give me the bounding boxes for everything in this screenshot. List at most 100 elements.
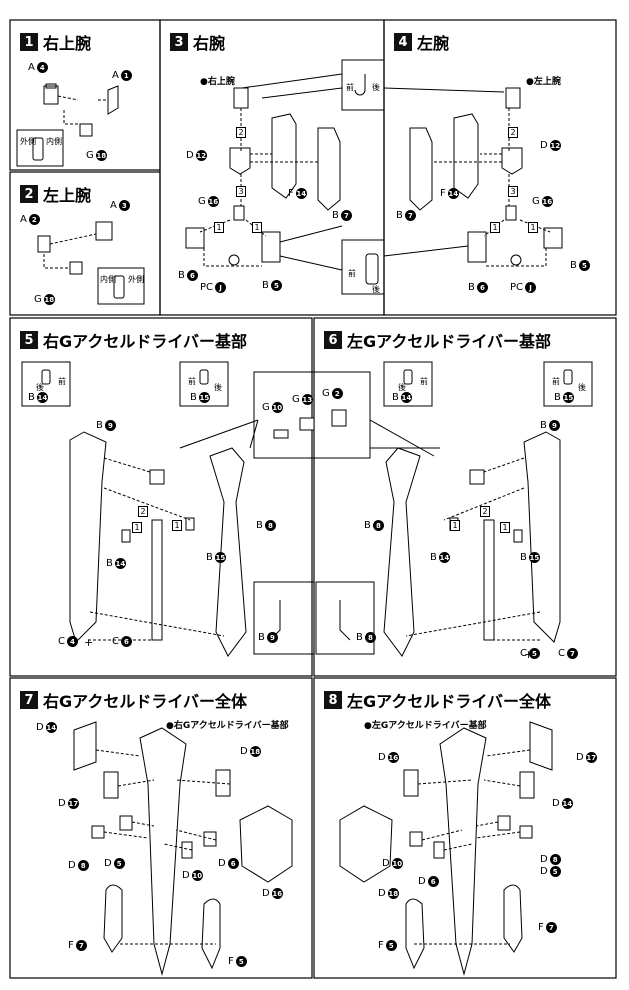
part-number-badge: 5 xyxy=(528,648,540,659)
label-back: 後 xyxy=(398,383,406,392)
part-number-badge: 15 xyxy=(198,392,210,403)
part-letter: G xyxy=(322,388,330,399)
part-letter: PC xyxy=(200,282,214,293)
part-letter: B xyxy=(554,392,561,403)
part-number-badge: 16 xyxy=(271,888,283,899)
part-number-badge: 18 xyxy=(43,294,55,305)
part-number-badge: 1 xyxy=(120,70,132,81)
part-letter: D xyxy=(240,746,248,757)
plus-sign: + xyxy=(84,636,94,649)
part-number-badge: 7 xyxy=(340,210,352,221)
part-letter: D xyxy=(186,150,194,161)
part-letter: B xyxy=(256,520,263,531)
step5-parts xyxy=(21,361,440,657)
step-number-box: 2 xyxy=(480,506,490,517)
part-number-badge: 9 xyxy=(548,420,560,431)
step-number-box: 1 xyxy=(214,222,224,233)
step-number-box: 1 xyxy=(528,222,538,233)
part-number-badge: 5 xyxy=(578,260,590,271)
part-number-badge: 17 xyxy=(585,752,597,763)
part-number-badge: 18 xyxy=(249,746,261,757)
step-number-box: 3 xyxy=(508,186,518,197)
part-number-badge: 16 xyxy=(541,196,553,207)
part-number-badge: 16 xyxy=(207,196,219,207)
step-number-box: 3 xyxy=(236,186,246,197)
label-front: 前 xyxy=(346,83,354,92)
label-back: 後 xyxy=(36,383,44,392)
step4-parts xyxy=(383,87,563,267)
part-number-badge: 5 xyxy=(235,956,247,967)
part-number-badge: 4 xyxy=(66,636,78,647)
step-number-box: 2 xyxy=(236,127,246,138)
part-letter: B xyxy=(258,632,265,643)
part-number-badge: 8 xyxy=(264,520,276,531)
part-letter: D xyxy=(182,870,190,881)
part-letter: B xyxy=(190,392,197,403)
part-number-badge: 14 xyxy=(447,188,459,199)
part-number-badge: J xyxy=(215,282,227,293)
part-number-badge: 9 xyxy=(104,420,116,431)
part-letter: D xyxy=(218,858,226,869)
step-number-box: 1 xyxy=(450,520,460,531)
part-number-badge: 7 xyxy=(545,922,557,933)
part-number-badge: 8 xyxy=(77,860,89,871)
part-number-badge: 3 xyxy=(118,200,130,211)
step-number-box: 1 xyxy=(172,520,182,531)
label-back: 後 xyxy=(372,83,380,92)
part-number-badge: 6 xyxy=(120,636,132,647)
part-number-badge: 14 xyxy=(295,188,307,199)
part-letter: B xyxy=(332,210,339,221)
label-back: 後 xyxy=(214,383,222,392)
part-number-badge: 15 xyxy=(214,552,226,563)
step-number-box: 2 xyxy=(508,127,518,138)
part-letter: G xyxy=(292,394,300,405)
part-letter: F xyxy=(228,956,234,967)
label-front: 前 xyxy=(348,269,356,278)
part-number-badge: 12 xyxy=(195,150,207,161)
part-letter: D xyxy=(552,798,560,809)
part-letter: B xyxy=(262,280,269,291)
callout-left-upper-arm: ●左上腕 xyxy=(526,77,561,87)
label-front: 前 xyxy=(188,377,196,386)
part-letter: B xyxy=(392,392,399,403)
part-letter: D xyxy=(378,752,386,763)
part-letter: D xyxy=(58,798,66,809)
callout-right-base: ●右Gアクセルドライバー基部 xyxy=(166,721,289,731)
part-number-badge: 15 xyxy=(528,552,540,563)
part-letter: D xyxy=(68,860,76,871)
part-letter: B xyxy=(430,552,437,563)
plus-sign: + xyxy=(524,648,533,661)
part-number-badge: 16 xyxy=(387,752,399,763)
part-number-badge: 8 xyxy=(372,520,384,531)
part-letter: D xyxy=(382,858,390,869)
